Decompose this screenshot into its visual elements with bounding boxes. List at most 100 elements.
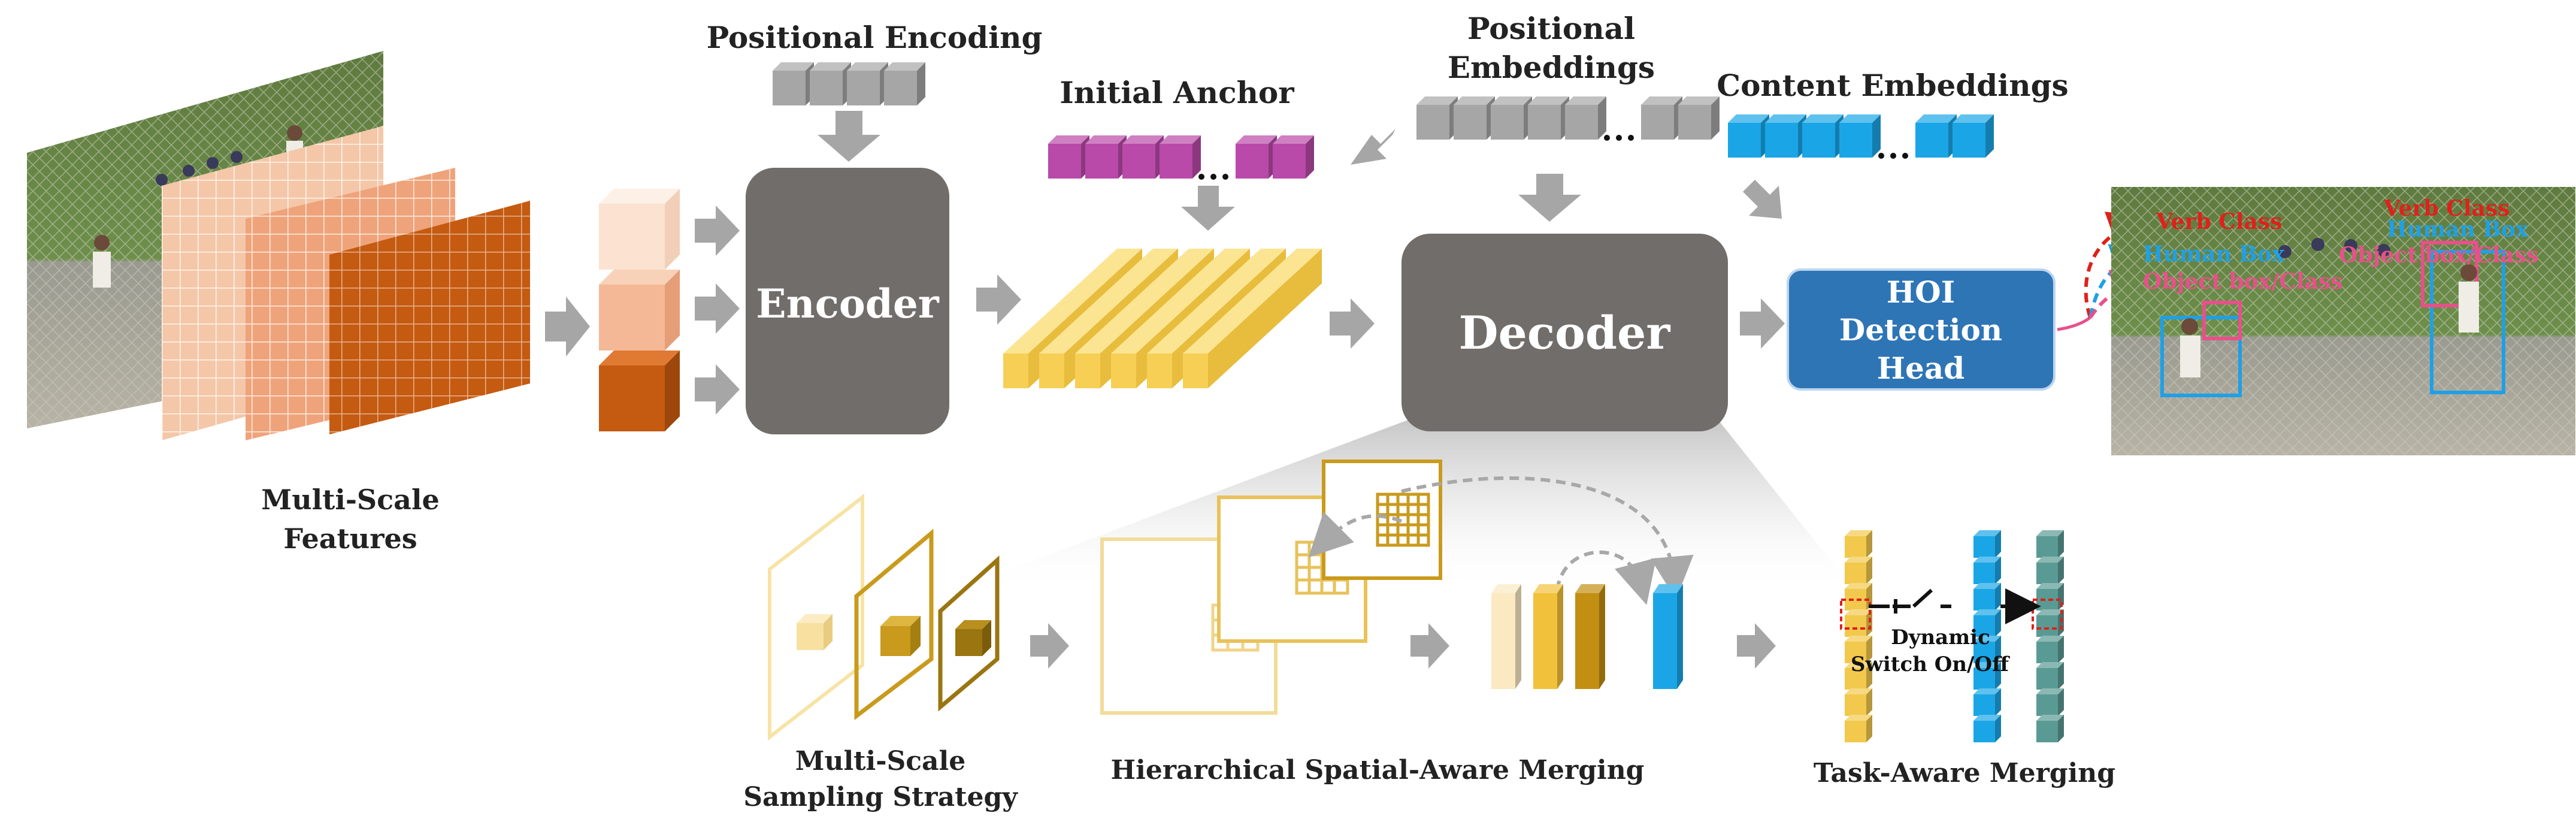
merge-dashed-arrow-2 <box>1401 476 1694 600</box>
positional-embedding-token-ellipsis-dot <box>1628 135 1634 141</box>
content-embedding-token <box>1765 114 1806 158</box>
hoi-to-output-link <box>2057 316 2091 331</box>
sampling-label-2: Sampling Strategy <box>743 782 1018 812</box>
arrow-decoder-to-hoi <box>1740 298 1785 349</box>
positional-encoding-tokens <box>773 62 925 105</box>
arrow-to-task-merging <box>1737 623 1776 669</box>
positional-embedding-token <box>1491 96 1532 140</box>
arrow-maps-to-bars <box>1410 623 1449 669</box>
task-yellow-token <box>1845 609 1872 637</box>
positional-embedding-token <box>1528 96 1569 140</box>
hoi-head-label-3: Head <box>1877 350 1964 386</box>
arrow-sampling-to-merging <box>1030 623 1069 669</box>
positional-encoding-token <box>847 62 888 105</box>
arrow-bars-to-decoder <box>1330 298 1375 349</box>
anchor-token <box>1273 135 1314 179</box>
positional-embedding-token-ellipsis-dot <box>1604 135 1610 141</box>
anchor-token <box>1085 135 1127 179</box>
encoder-label: Encoder <box>756 280 940 327</box>
anchor-token-ellipsis-dot <box>1222 174 1228 180</box>
arrow-encoder-to-anchors <box>976 274 1021 325</box>
hoi-head-label-2: Detection <box>1839 312 2002 347</box>
task-teal-token <box>2036 609 2064 637</box>
human-box-annotation-left: Human Box <box>2143 241 2285 267</box>
positional-embedding-token <box>1641 96 1682 140</box>
positional-encoding-label: Positional Encoding <box>707 20 1043 55</box>
task-yellow-token <box>1845 583 1872 611</box>
content-embedding-token <box>1802 114 1844 158</box>
content-embedding-token <box>1953 114 1994 158</box>
content-embedding-token-ellipsis-dot <box>1902 153 1908 159</box>
positional-embedding-token-ellipsis-dot <box>1616 135 1622 141</box>
hoi-head-label-1: HOI <box>1887 274 1955 310</box>
positional-embeddings-label-2: Embeddings <box>1448 50 1655 85</box>
anchor-token <box>1236 135 1277 179</box>
content-embeddings-label: Content Embeddings <box>1717 68 2068 103</box>
merged-token-highlight <box>2032 599 2063 630</box>
task-blue-token <box>1973 557 2001 584</box>
query-bars <box>1003 249 1322 388</box>
task-yellow-token <box>1845 715 1872 742</box>
feature-map-small <box>329 201 530 434</box>
feature-cube-top <box>599 189 680 270</box>
positional-encoding-token <box>810 62 851 105</box>
arrow-anchor-to-bars <box>1181 186 1235 231</box>
positional-embedding-token <box>1416 96 1458 140</box>
positional-embedding-token <box>1678 96 1720 140</box>
merged-bar <box>1533 584 1563 689</box>
anchor-token <box>1160 135 1201 179</box>
task-teal-token <box>2036 557 2064 584</box>
merged-bar <box>1491 584 1521 689</box>
content-embedding-token <box>1839 114 1881 158</box>
content-embedding-token <box>1728 114 1769 158</box>
task-yellow-token <box>1845 688 1872 716</box>
task-yellow-token <box>1845 557 1872 584</box>
positional-embedding-token <box>1565 96 1606 140</box>
initial-anchor-tokens <box>1048 135 1314 180</box>
arrow-cube1-encoder <box>695 206 740 256</box>
arrow-cube3-encoder <box>695 364 740 415</box>
encoder-block <box>746 168 949 434</box>
merged-feature-bars <box>1491 584 1683 689</box>
dynamic-switch <box>1869 588 2041 624</box>
decoder-label: Decoder <box>1459 306 1671 359</box>
arrow-posenc-to-encoder <box>818 111 880 162</box>
positional-embeddings-label-1: Positional <box>1467 11 1635 46</box>
content-embedding-tokens <box>1728 114 1994 159</box>
positional-embedding-token <box>1454 96 1495 140</box>
arrow-content-to-decoder <box>1743 180 1782 219</box>
task-blue-token <box>1973 530 2001 558</box>
merge-map-small <box>1322 460 1442 580</box>
task-blue-token <box>1973 636 2001 663</box>
multiscale-features-label-1: Multi-Scale <box>261 484 439 516</box>
output-image <box>2111 187 2575 455</box>
anchor-token <box>1122 135 1164 179</box>
human-box-annotation-right: Human Box <box>2387 217 2529 242</box>
merged-output-bar <box>1653 584 1683 689</box>
object-box-annotation-left: Object box/Class <box>2143 269 2343 294</box>
task-blue-token <box>1973 609 2001 637</box>
decoder-block <box>1401 234 1728 431</box>
query-bar <box>1183 249 1322 388</box>
arrow-posemb-to-decoder <box>1518 174 1581 222</box>
positional-encoding-token <box>773 62 814 105</box>
content-embedding-token-ellipsis-dot <box>1890 153 1896 159</box>
initial-anchor-label: Initial Anchor <box>1060 75 1294 110</box>
merged-bar <box>1575 584 1605 689</box>
positional-embedding-tokens <box>1416 96 1720 141</box>
task-teal-token <box>2036 688 2064 716</box>
arrow-posemb-to-anchor <box>1351 129 1396 165</box>
task-yellow-token <box>1845 636 1872 663</box>
anchor-token-ellipsis-dot <box>1198 174 1204 180</box>
task-aware-merging-label: Task-Aware Merging <box>1814 758 2115 788</box>
task-yellow-token <box>1845 530 1872 558</box>
dynamic-switch-label-1: Dynamic <box>1891 625 1990 649</box>
content-embedding-token-ellipsis-dot <box>1878 153 1884 159</box>
task-blue-token <box>1973 583 2001 611</box>
anchor-token <box>1048 135 1089 179</box>
verb-class-annotation-left: Verb Class <box>2156 209 2282 234</box>
switched-token-highlight <box>1840 599 1871 630</box>
dynamic-switch-label-2: Switch On/Off <box>1851 652 2010 676</box>
arrow-cube2-encoder <box>695 283 740 334</box>
multiscale-features-label-2: Features <box>283 522 417 555</box>
